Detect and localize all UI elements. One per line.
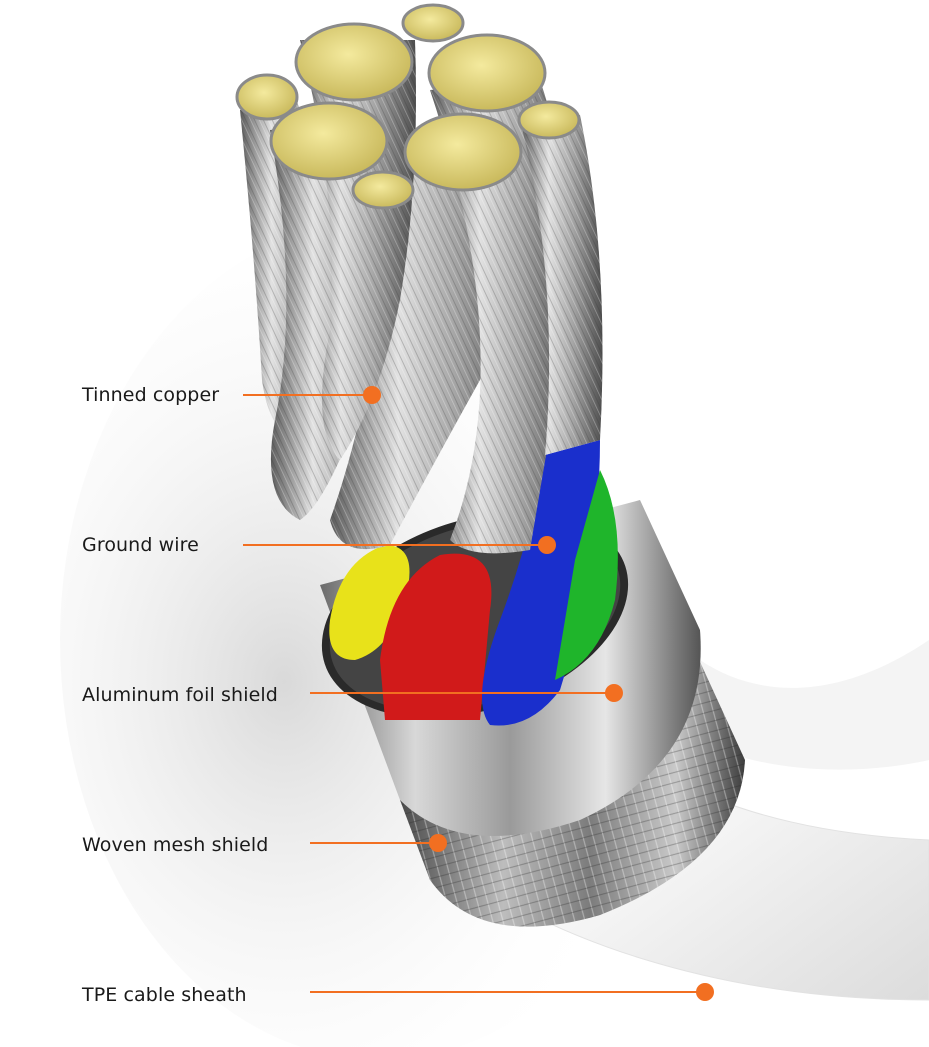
- callout-leaders: [243, 386, 714, 1001]
- leader-dot-tpe-sheath: [696, 983, 714, 1001]
- leader-dot-woven-mesh: [429, 834, 447, 852]
- red-wire: [380, 553, 492, 720]
- callout-label-woven-mesh-shield: Woven mesh shield: [82, 834, 269, 856]
- leader-dot-ground-wire: [538, 536, 556, 554]
- leader-dot-aluminum-foil: [605, 684, 623, 702]
- conductor-ends: [235, 3, 581, 210]
- callout-label-aluminum-foil-shield: Aluminum foil shield: [82, 684, 278, 706]
- callout-label-ground-wire: Ground wire: [82, 534, 199, 556]
- callout-label-tinned-copper: Tinned copper: [82, 384, 220, 406]
- blue-wire: [482, 440, 600, 726]
- green-wire: [555, 470, 618, 680]
- leader-dot-tinned-copper: [363, 386, 381, 404]
- insulated-wires: [329, 440, 618, 726]
- callout-label-tpe-cable-sheath: TPE cable sheath: [82, 984, 247, 1006]
